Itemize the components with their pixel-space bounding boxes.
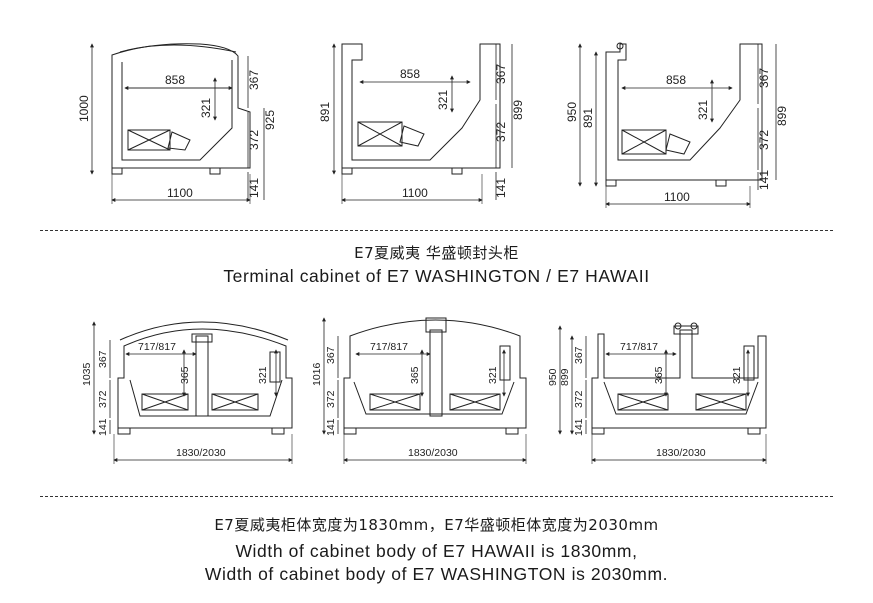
dim-label: 141	[247, 178, 261, 198]
dim-label: 717/817	[138, 341, 176, 353]
dim-label: 321	[199, 98, 213, 118]
dim-label: 367	[97, 350, 109, 368]
dim-label: 1035	[81, 362, 93, 386]
dim-label: 1016	[311, 362, 323, 386]
dim-label: 891	[318, 102, 332, 122]
dim-label: 367	[573, 346, 585, 364]
dim-label: 367	[247, 70, 261, 90]
section2-caption-cn: E7夏威夷柜体宽度为1830mm，E7华盛顿柜体宽度为2030mm	[214, 516, 659, 534]
section-divider	[40, 230, 833, 231]
dim-label: 1100	[402, 186, 428, 200]
dim-label: 372	[573, 390, 585, 408]
dim-label: 141	[494, 178, 508, 198]
dim-label: 321	[436, 90, 450, 110]
dim-label: 1830/2030	[176, 447, 226, 459]
section2-caption-en-2: Width of cabinet body of E7 WASHINGTON i…	[204, 564, 669, 584]
dim-label: 365	[653, 366, 665, 384]
dim-label: 372	[325, 390, 337, 408]
bottom-view-1	[92, 321, 293, 464]
dim-label: 950	[565, 102, 579, 122]
section1-caption-en: Terminal cabinet of E7 WASHINGTON / E7 H…	[223, 266, 650, 286]
section1-caption-cn: E7夏威夷 华盛顿封头柜	[354, 244, 519, 262]
dim-label: 858	[400, 67, 420, 81]
section2-caption-en-1: Width of cabinet body of E7 HAWAII is 18…	[235, 541, 638, 561]
dim-label: 1830/2030	[656, 447, 706, 459]
dim-label: 1830/2030	[408, 447, 458, 459]
dim-label: 141	[97, 418, 109, 436]
top-view-2	[332, 43, 513, 204]
top-view-3	[578, 42, 777, 208]
dim-label: 372	[247, 130, 261, 150]
section-divider	[40, 496, 833, 497]
dim-label: 367	[757, 68, 771, 88]
dim-label: 321	[731, 366, 743, 384]
dim-label: 141	[757, 170, 771, 190]
bottom-view-3	[558, 322, 767, 464]
bottom-view-2	[322, 317, 527, 464]
dim-label: 1100	[664, 190, 690, 204]
dim-label: 950	[547, 368, 559, 386]
dim-label: 891	[581, 108, 595, 128]
dim-label: 367	[494, 64, 508, 84]
dim-label: 321	[257, 366, 269, 384]
dim-label: 365	[179, 366, 191, 384]
dim-label: 367	[325, 346, 337, 364]
dim-label: 321	[696, 100, 710, 120]
dim-label: 717/817	[370, 341, 408, 353]
dim-label: 925	[263, 110, 277, 130]
dim-label: 141	[325, 418, 337, 436]
dim-label: 899	[775, 106, 789, 126]
dim-label: 372	[757, 130, 771, 150]
dim-label: 365	[409, 366, 421, 384]
dim-label: 899	[559, 368, 571, 386]
dim-label: 899	[511, 100, 525, 120]
dim-label: 372	[97, 390, 109, 408]
dim-label: 858	[666, 73, 686, 87]
top-view-1	[90, 43, 265, 204]
dim-label: 717/817	[620, 341, 658, 353]
dim-label: 1000	[77, 95, 91, 122]
dim-label: 858	[165, 73, 185, 87]
dim-label: 372	[494, 122, 508, 142]
dim-label: 1100	[167, 186, 193, 200]
dim-label: 141	[573, 418, 585, 436]
dim-label: 321	[487, 366, 499, 384]
